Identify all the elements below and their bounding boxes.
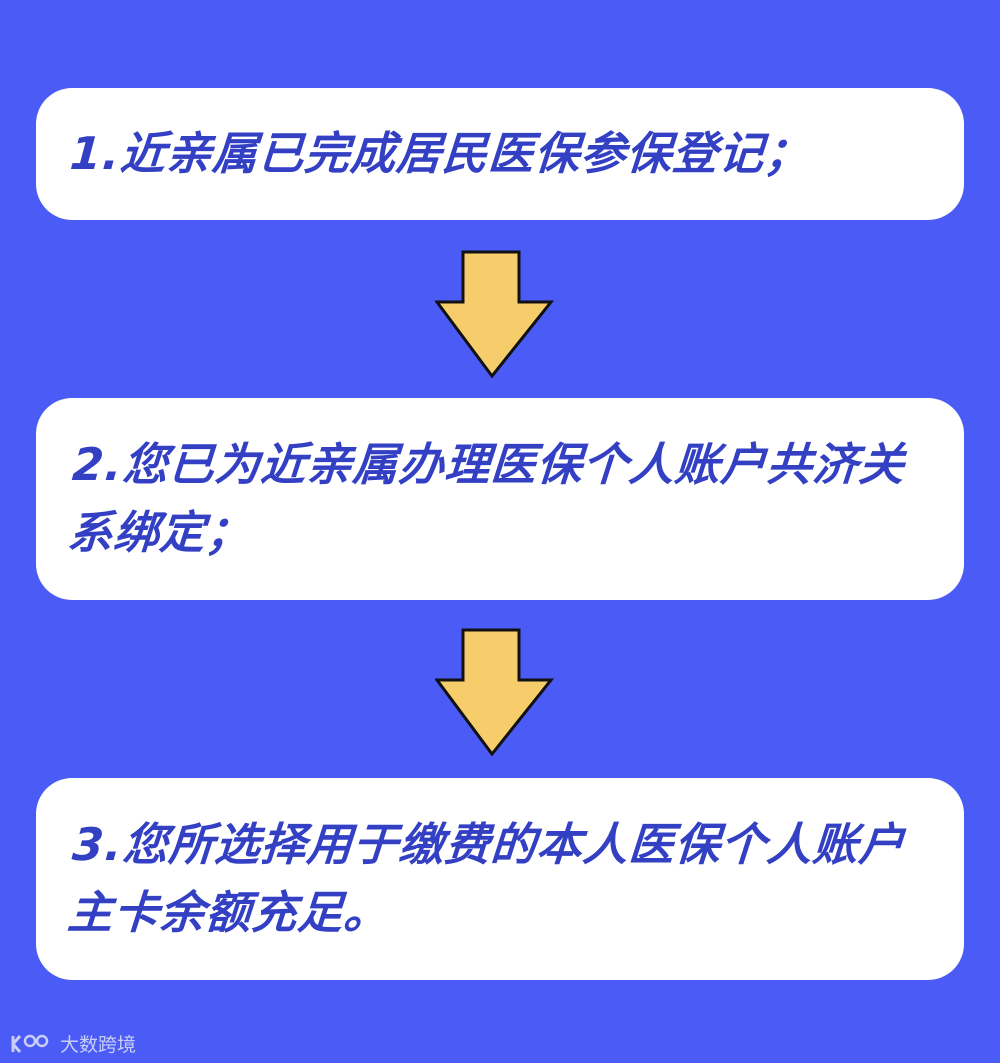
step-card-2: 2.您已为近亲属办理医保个人账户共济关系绑定；: [36, 398, 964, 600]
k100-logo-icon: [11, 1034, 49, 1053]
step-text-1: 1.近亲属已完成居民医保参保登记；: [68, 127, 813, 180]
watermark-text: 大数跨境: [60, 1034, 137, 1056]
down-arrow-icon: [435, 628, 555, 757]
step-card-3: 3.您所选择用于缴费的本人医保个人账户主卡余额充足。: [36, 778, 964, 980]
down-arrow-icon: [435, 250, 555, 379]
step-text-3: 3.您所选择用于缴费的本人医保个人账户主卡余额充足。: [65, 818, 907, 939]
step-card-1: 1.近亲属已完成居民医保参保登记；: [36, 88, 964, 220]
step-text-2: 2.您已为近亲属办理医保个人账户共济关系绑定；: [65, 438, 907, 559]
watermark: 大数跨境: [10, 1030, 136, 1057]
